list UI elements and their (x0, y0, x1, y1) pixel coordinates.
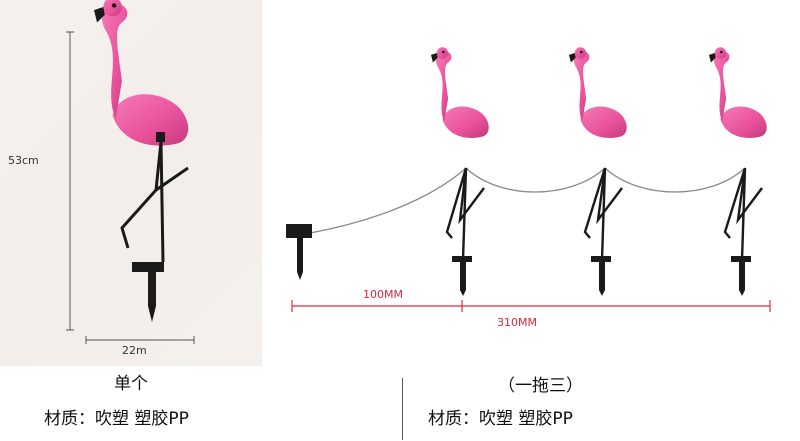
solar-panel (286, 224, 312, 280)
width-label: 22m (122, 344, 147, 357)
single-flamingo (94, 0, 189, 322)
set-flamingo-1 (431, 47, 489, 296)
set-flamingo-3 (709, 47, 767, 296)
width-dimension (85, 336, 195, 344)
height-label: 53cm (8, 154, 39, 167)
divider (402, 378, 403, 440)
spacing-label: 100MM (363, 288, 403, 301)
set-material: 材质：吹塑 塑胶PP (428, 409, 573, 429)
single-title: 单个 (114, 374, 148, 394)
set-flamingo-2 (569, 47, 627, 296)
height-dimension (66, 31, 74, 331)
set-title: （一拖三） (498, 376, 583, 396)
single-material: 材质：吹塑 塑胶PP (44, 409, 189, 429)
total-length-label: 310MM (497, 316, 537, 329)
spacing-dimension (291, 300, 771, 312)
single-product-panel (0, 0, 262, 366)
